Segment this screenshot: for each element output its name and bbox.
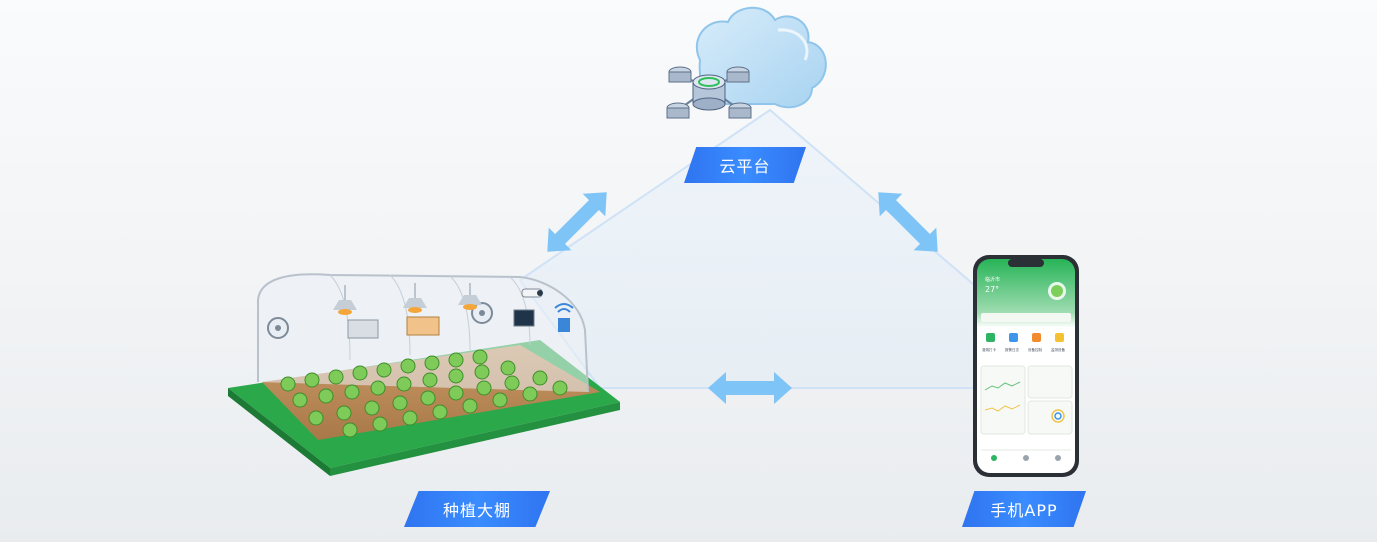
cloud-platform-icon xyxy=(666,6,827,119)
monitor-screen-icon xyxy=(513,309,535,327)
heater-icon xyxy=(347,319,379,339)
quick-action-label: 设备控制 xyxy=(1028,347,1043,352)
phone-illustration: 临沂市 27° 灌溉打卡 报警日志 设备控制 监测设备 xyxy=(973,255,1079,477)
fan-icon xyxy=(267,302,493,339)
camera-icon xyxy=(521,288,543,298)
phone-location: 临沂市 xyxy=(985,276,1000,283)
phone-quick-actions: 灌溉打卡 报警日志 设备控制 监测设备 xyxy=(982,333,1066,352)
quick-action-label: 灌溉打卡 xyxy=(982,347,996,352)
grow-lamp-icon xyxy=(333,283,482,315)
arrow-cloud-app xyxy=(878,192,938,252)
wireless-gateway-icon xyxy=(554,303,574,332)
server-cluster-icon xyxy=(666,66,752,119)
quick-action-label: 报警日志 xyxy=(1005,347,1019,352)
light-panel-icon xyxy=(406,316,440,336)
phone-temperature: 27° xyxy=(985,285,999,294)
arrow-greenhouse-cloud xyxy=(547,192,607,252)
greenhouse-label: 种植大棚 xyxy=(404,491,550,527)
quick-action-label: 监测设备 xyxy=(1051,347,1066,352)
crop-rows xyxy=(280,349,568,438)
greenhouse-illustration xyxy=(228,273,620,476)
arrow-greenhouse-app xyxy=(708,372,792,404)
mobile-app-label: 手机APP xyxy=(962,491,1086,527)
cloud-platform-label: 云平台 xyxy=(684,147,806,183)
